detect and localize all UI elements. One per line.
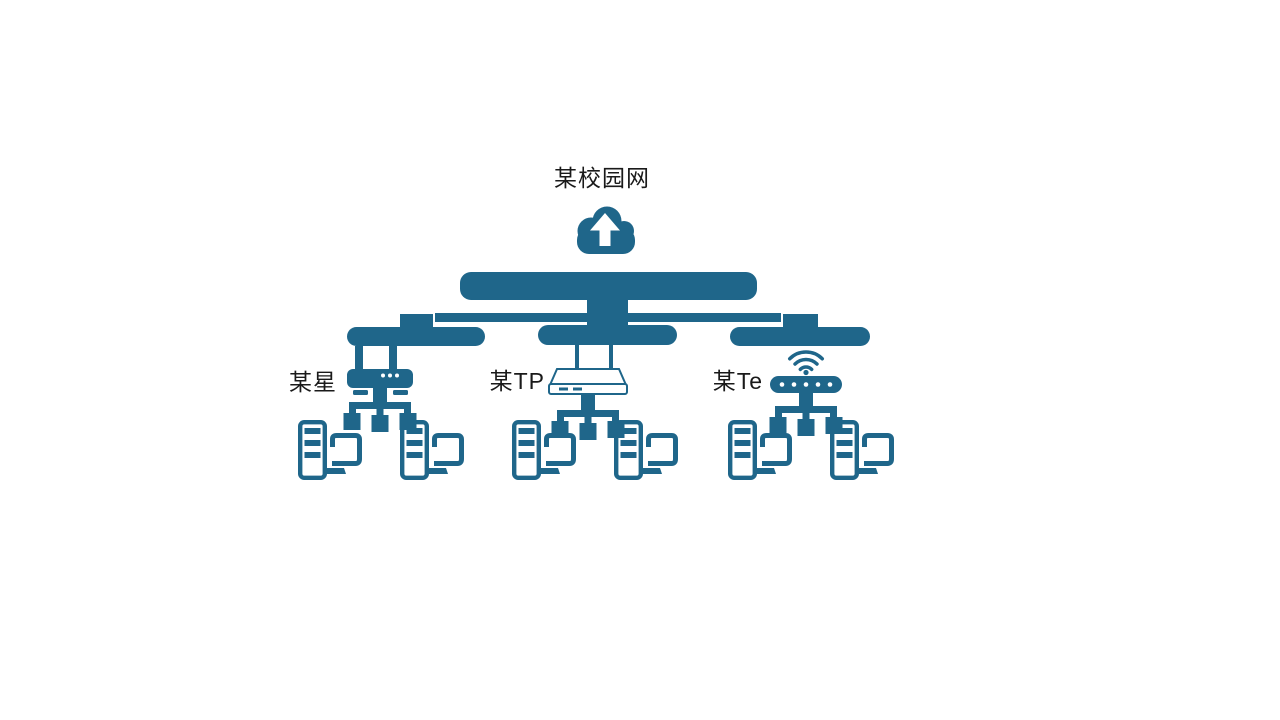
group-label-wireless: 某Te (713, 368, 763, 394)
left-sub-bus (347, 327, 485, 346)
workgroup-router: 某TP (490, 345, 676, 478)
right-sub-bus (730, 327, 870, 346)
workgroup-wireless: 某Te (713, 350, 892, 478)
middle-sub-bus (538, 325, 677, 345)
cloud-upload-icon (577, 206, 635, 254)
group-label-switch: 某星 (289, 369, 337, 395)
computer-icon (402, 422, 461, 478)
workgroup-switch: 某星 (289, 346, 462, 478)
ethernet-switch-icon (347, 346, 413, 404)
main-bus-stem (587, 298, 628, 327)
cable-splitter (551, 410, 625, 440)
backbone-buses (347, 272, 870, 346)
cable-splitter (343, 402, 417, 432)
diagram-title: 某校园网 (554, 165, 650, 191)
right-trunk-elbow (783, 314, 818, 329)
left-trunk-elbow (400, 314, 433, 329)
computer-icon (300, 422, 359, 478)
computer-icon (616, 422, 675, 478)
cable-splitter (769, 406, 843, 436)
main-backbone-bus (460, 272, 757, 300)
wifi-signal-icon (787, 350, 825, 376)
wireless-router-icon (770, 376, 842, 407)
desktop-router-icon (548, 345, 628, 411)
trunk-line (435, 313, 781, 322)
group-label-router: 某TP (490, 368, 545, 394)
